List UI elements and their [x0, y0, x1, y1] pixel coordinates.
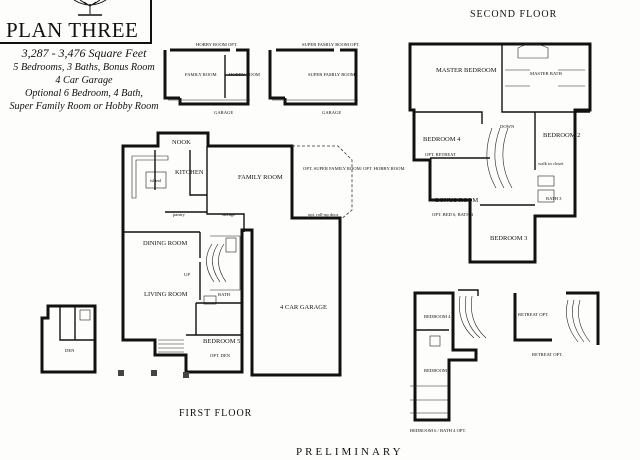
hobby-room-option: HOBBY ROOM OPT. FAMILY ROOM HOBBY ROOM G…: [163, 42, 260, 115]
storage-label: storage: [222, 212, 235, 217]
bedroom2-label: BEDROOM 2: [543, 132, 580, 139]
bonus-room-label: BONUS ROOM: [435, 197, 478, 204]
island-label: island: [150, 178, 162, 183]
first-floor-title: FIRST FLOOR: [179, 408, 253, 419]
master-bedroom-label: MASTER BEDROOM: [436, 67, 497, 74]
bedroom6-option-plan: BEDROOM 4 BEDROOM 6 BEDROOM 6 / BATH 4 O…: [410, 289, 487, 433]
garage-b-label: GARAGE: [322, 110, 341, 115]
den-label: DEN: [65, 348, 75, 353]
plan-title: PLAN THREE: [6, 18, 139, 42]
opt-bedroom6-label: BEDROOM 6: [424, 368, 451, 373]
preliminary-label: PRELIMINARY: [296, 446, 404, 458]
retreat-opt-label: RETREAT OPT.: [518, 312, 549, 317]
second-floor-title: SECOND FLOOR: [470, 9, 558, 20]
optional-rooms: Super Family Room or Hobby Room: [9, 101, 159, 112]
family-room-label: FAMILY ROOM: [185, 72, 217, 77]
garage-summary: 4 Car Garage: [55, 75, 113, 86]
super-family-option: SUPER FAMILY ROOM OPT. SUPER FAMILY ROOM…: [268, 42, 360, 115]
hobby-room-label: HOBBY ROOM: [229, 72, 260, 77]
bed-bath-summary: 5 Bedrooms, 3 Baths, Bonus Room: [13, 62, 155, 73]
bedroom3-label: BEDROOM 3: [490, 235, 527, 242]
opt-bed6-label: OPT. BED 6, BATH 4: [432, 212, 474, 218]
square-feet: 3,287 - 3,476 Square Feet: [21, 46, 147, 60]
opt-bedroom4-label: BEDROOM 4: [424, 314, 451, 319]
bath-1f-label: BATH: [218, 292, 231, 297]
super-opt-label: SUPER FAMILY ROOM OPT.: [302, 42, 360, 47]
bath3-label: BATH 3: [546, 196, 562, 201]
walk-in-closet-label: walk in closet: [538, 161, 564, 166]
hobby-opt-label: HOBBY ROOM OPT.: [196, 42, 237, 47]
retreat-opt-bottom-label: RETREAT OPT.: [532, 352, 563, 357]
opt-super-family-label: OPT. SUPER FAMILY ROOM/ OPT. HOBBY ROOM: [303, 166, 405, 171]
nook-label: NOOK: [172, 139, 191, 146]
bedroom6-bath4-opt-label: BEDROOM 6 / BATH 4 OPT.: [410, 428, 466, 433]
stairs-up-label: UP: [184, 272, 190, 277]
second-floor-plan: MASTER BEDROOM MASTER BATH BEDROOM 4 OPT…: [408, 42, 592, 264]
garage-a-label: GARAGE: [214, 110, 233, 115]
bedroom5-label: BEDROOM 5: [203, 338, 240, 345]
den-option-plan: DEN: [40, 304, 97, 374]
title-block: [0, 0, 152, 44]
retreat-option-plan: RETREAT OPT. RETREAT OPT.: [513, 291, 600, 357]
first-floor-plan: NOOK KITCHEN island FAMILY ROOM OPT. SUP…: [118, 131, 405, 378]
optional-summary: Optional 6 Bedroom, 4 Bath,: [25, 88, 143, 99]
opt-retreat-label: OPT. RETREAT: [425, 152, 456, 157]
roll-up-door-label: opt. roll-up door: [308, 212, 339, 217]
dining-room-label: DINING ROOM: [143, 240, 187, 247]
family-room-1f-label: FAMILY ROOM: [238, 174, 283, 181]
living-room-label: LIVING ROOM: [144, 291, 188, 298]
super-family-label: SUPER FAMILY ROOM: [308, 72, 355, 77]
pantry-label: pantry: [173, 212, 185, 217]
master-bath-label: MASTER BATH: [530, 71, 562, 76]
kitchen-label: KITCHEN: [175, 169, 204, 176]
opt-den-label: OPT. DEN: [210, 353, 231, 358]
kitchen-island: [145, 171, 167, 189]
plan-details: 3,287 - 3,476 Square Feet 5 Bedrooms, 3 …: [4, 46, 164, 113]
tree-logo-icon: [73, 0, 107, 16]
bedroom4-label: BEDROOM 4: [423, 136, 461, 143]
garage-1f-label: 4 CAR GARAGE: [280, 304, 327, 311]
down-label: DOWN: [500, 124, 515, 129]
